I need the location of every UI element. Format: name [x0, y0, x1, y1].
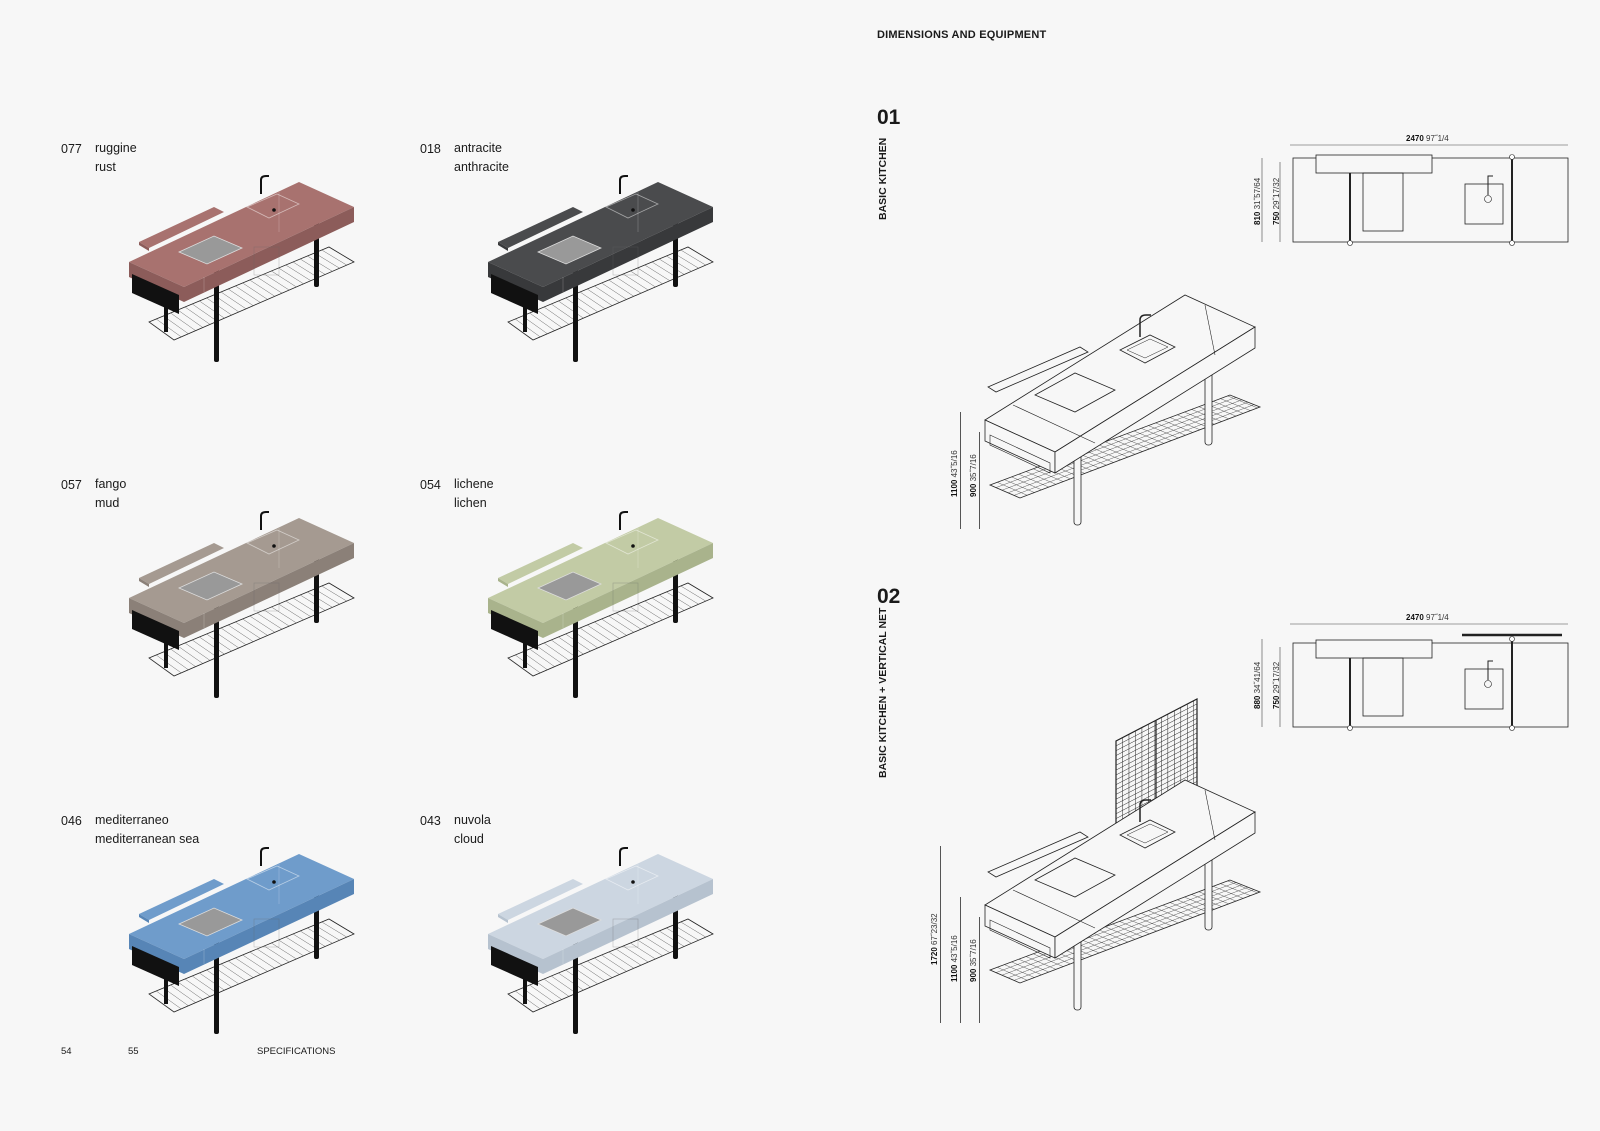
kitchen-swatch-illustration [488, 498, 728, 698]
plan-drawing-02 [1261, 619, 1580, 734]
iso-drawing-01 [984, 294, 1285, 540]
iso-height1-dim-01: 1100 43˝5/16 [950, 450, 959, 497]
swatch-name: mediterraneo mediterranean sea [95, 811, 199, 849]
swatch-name: lichene lichen [454, 475, 494, 513]
iso-height1-dim-02: 1100 43˝5/16 [950, 935, 959, 982]
iso-dim-line-02b [960, 897, 961, 1023]
swatch-name-en: rust [95, 160, 116, 174]
config-title-02: BASIC KITCHEN + VERTICAL NET [877, 607, 889, 778]
swatch-code: 054 [420, 478, 441, 492]
swatch-name: antracite anthracite [454, 139, 509, 177]
swatch-name-en: anthracite [454, 160, 509, 174]
kitchen-swatch-illustration [129, 162, 369, 362]
page-number-left: 54 [61, 1046, 72, 1057]
iso-height2-dim-02: 900 35˝7/16 [969, 939, 978, 982]
swatch-name: fango mud [95, 475, 126, 513]
plan-width-dim-01: 2470 97˝1/4 [1406, 134, 1449, 143]
swatch-name-en: mediterranean sea [95, 832, 200, 846]
swatch-name: ruggine rust [95, 139, 137, 177]
swatch-name-it: fango [95, 477, 127, 491]
config-number-01: 01 [877, 106, 901, 129]
swatch-name-en: mud [95, 496, 120, 510]
iso-drawing-02 [984, 779, 1285, 1025]
swatch-name-it: ruggine [95, 141, 137, 155]
swatch-code: 043 [420, 814, 441, 828]
swatch-name: nuvola cloud [454, 811, 491, 849]
section-header: DIMENSIONS AND EQUIPMENT [877, 29, 1047, 41]
kitchen-swatch-illustration [129, 834, 369, 1034]
swatch-name-en: lichen [454, 496, 487, 510]
swatch-code: 018 [420, 142, 441, 156]
swatch-name-it: lichene [454, 477, 494, 491]
plan-height1-dim-02: 880 34˝41/64 [1253, 661, 1262, 709]
iso-dim-line-02a [940, 846, 941, 1023]
kitchen-swatch-illustration [488, 162, 728, 362]
plan-drawing-01 [1261, 140, 1580, 255]
swatch-name-it: mediterraneo [95, 813, 169, 827]
page-number-right: 55 [128, 1046, 139, 1057]
swatch-name-it: antracite [454, 141, 502, 155]
kitchen-swatch-illustration [129, 498, 369, 698]
iso-height2-dim-01: 900 35˝7/16 [969, 454, 978, 497]
footer-section-label: SPECIFICATIONS [257, 1046, 336, 1057]
config-number-02: 02 [877, 585, 901, 608]
config-title-01: BASIC KITCHEN [877, 137, 889, 220]
kitchen-swatch-illustration [488, 834, 728, 1034]
iso-height0-dim-02: 1720 67˝23/32 [930, 913, 939, 965]
plan-width-dim-02: 2470 97˝1/4 [1406, 613, 1449, 622]
swatch-name-en: cloud [454, 832, 484, 846]
swatch-code: 077 [61, 142, 82, 156]
plan-height2-dim-01: 750 29˝17/32 [1272, 177, 1281, 225]
swatch-code: 057 [61, 478, 82, 492]
iso-dim-line-02c [979, 917, 980, 1023]
plan-height1-dim-01: 810 31˝57/64 [1253, 177, 1262, 225]
swatch-code: 046 [61, 814, 82, 828]
iso-dim-line-01b [979, 432, 980, 529]
swatch-name-it: nuvola [454, 813, 491, 827]
plan-height2-dim-02: 750 29˝17/32 [1272, 661, 1281, 709]
iso-dim-line-01a [960, 412, 961, 529]
